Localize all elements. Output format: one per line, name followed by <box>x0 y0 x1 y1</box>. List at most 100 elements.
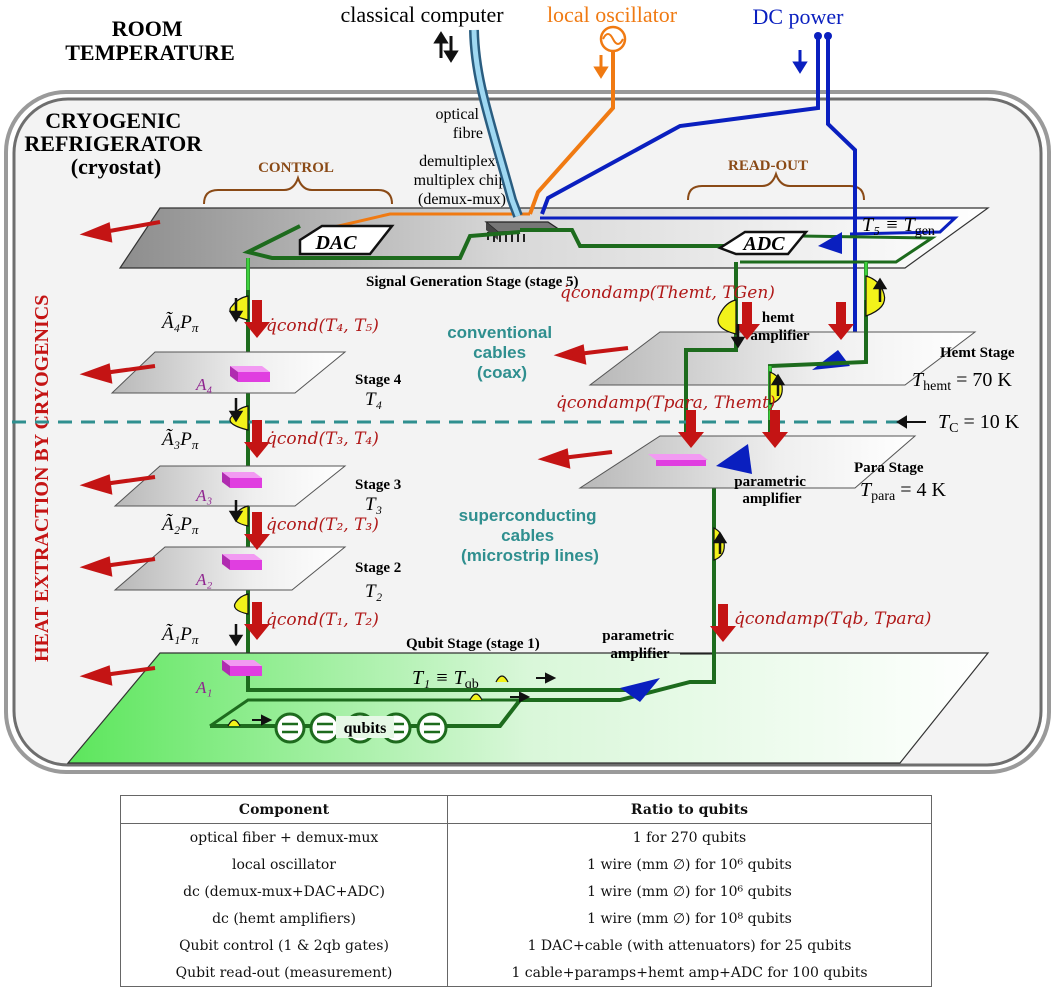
component-ratio-table: Component Ratio to qubits optical fiber … <box>120 795 932 987</box>
readout-wire-stage5 <box>520 228 726 248</box>
a3-label: A₃ <box>195 486 212 505</box>
heat-extraction-arrows <box>79 220 629 686</box>
qubit-readout-wire <box>209 698 600 728</box>
stage4-label: Stage 4 <box>355 372 402 388</box>
adc-block: ADC <box>717 230 809 256</box>
table-cell: 1 for 270 qubits <box>447 823 932 851</box>
readout-label: READ-OUT <box>728 158 808 174</box>
optical-fibre-label: optical fibre <box>435 106 483 142</box>
table-cell: 1 wire (mm ∅) for 10⁶ qubits <box>447 878 932 905</box>
table-cell: Qubit read-out (measurement) <box>120 959 448 987</box>
t4-label: T₄ <box>365 389 382 410</box>
local-oscillator-label: local oscillator <box>547 2 678 27</box>
table-cell: 1 wire (mm ∅) for 10⁸ qubits <box>447 905 932 932</box>
control-bracket <box>203 174 393 205</box>
table-cell: 1 cable+paramps+hemt amp+ADC for 100 qub… <box>447 959 932 987</box>
table-cell: 1 wire (mm ∅) for 10⁶ qubits <box>447 851 932 878</box>
a4-label: A₄ <box>195 375 212 394</box>
classical-computer-label: classical computer <box>340 2 504 27</box>
t-para-label: Tpara = 4 K <box>860 479 946 504</box>
qubit-pulses <box>227 672 557 727</box>
demux-chip-label: demultiplex- multiplex chip (demux-mux) <box>414 153 511 208</box>
adc-label: ADC <box>741 233 785 255</box>
hemt-amplifier-label: hemt amplifier <box>750 310 809 344</box>
dc-down-arrow-icon <box>792 50 808 74</box>
qubit-stage-label: Qubit Stage (stage 1) <box>406 636 540 652</box>
table-cell: local oscillator <box>120 851 448 878</box>
t2-label: T₂ <box>365 581 383 602</box>
attenuator-a3 <box>222 472 262 488</box>
a3p-pi-label: Ã₃Pπ <box>160 429 199 452</box>
heat-extraction-label: HEAT EXTRACTION BY CRYOGENICS <box>31 295 53 662</box>
parametric-amplifier-icon <box>716 444 752 474</box>
column-header-ratio: Ratio to qubits <box>447 795 932 824</box>
a4p-pi-label: Ã₄Pπ <box>160 312 199 335</box>
hemt-stage-label: Hemt Stage <box>940 345 1015 361</box>
dc-cable-left <box>540 36 820 215</box>
qubit-chain-wire <box>210 470 716 728</box>
dc-cable-chip <box>540 216 959 236</box>
room-temperature-label: ROOM TEMPERATURE <box>65 16 235 65</box>
para-stage-chip <box>648 454 708 466</box>
qubit-icon <box>274 712 306 744</box>
table-row: Qubit read-out (measurement)1 cable+para… <box>120 959 932 987</box>
control-label: CONTROL <box>258 160 334 176</box>
stage4-plate <box>110 351 347 394</box>
table-cell: dc (hemt amplifiers) <box>120 905 448 932</box>
qcond-t2-t3-label: q̇cond(T₂, T₃) <box>266 515 379 535</box>
control-wire-stage5 <box>242 224 521 260</box>
tc-arrow-icon <box>896 415 926 429</box>
qcond-t1-t2-label: q̇cond(T₁, T₂) <box>266 610 379 630</box>
readout-wire-adc <box>740 234 937 264</box>
tc-label: TC = 10 K <box>938 411 1020 436</box>
qcond-amp-para-hemt-label: q̇condamp(Tpara, Themt) <box>556 393 776 413</box>
a2p-pi-label: Ã₂Pπ <box>160 514 199 537</box>
dac-block: DAC <box>298 224 395 256</box>
oscillator-down-arrow-icon <box>593 55 609 79</box>
qubit-stage-plate <box>66 652 990 764</box>
cryostat-diagram: ROOM TEMPERATURE classical computer loca… <box>4 2 1051 774</box>
table-cell: dc (demux-mux+DAC+ADC) <box>120 878 448 905</box>
qcond-amp-qb-para-label: q̇condamp(Tqb, Tpara) <box>734 609 931 629</box>
cryogenic-refrigerator-label: CRYOGENIC REFRIGERATOR (cryostat) <box>24 108 207 179</box>
qcond-amp-hemt-gen-label: q̇condamp(Themt, TGen) <box>560 283 775 303</box>
qcond-t4-t5-label: q̇cond(T₄, T₅) <box>266 316 379 336</box>
a1-label: A₁ <box>195 678 212 697</box>
a2-label: A₂ <box>195 570 212 589</box>
dac-label: DAC <box>314 232 357 254</box>
table-row: dc (demux-mux+DAC+ADC)1 wire (mm ∅) for … <box>120 878 932 905</box>
qubit-control-wire <box>246 676 648 692</box>
attenuator-a4 <box>230 366 270 382</box>
table-row: Qubit control (1 & 2qb gates)1 DAC+cable… <box>120 932 932 959</box>
para-stage-label: Para Stage <box>854 460 924 476</box>
stage5-amplifier-icon <box>818 232 842 254</box>
t-hemt-label: Themt = 70 K <box>912 369 1012 394</box>
cryostat-outer-wall <box>4 90 1051 774</box>
qubits-label: qubits <box>344 720 387 737</box>
stage2-label: Stage 2 <box>355 560 401 576</box>
dc-power-label: DC power <box>752 4 844 29</box>
qubit-stage-paramp-icon <box>620 678 660 702</box>
oscillator-cable <box>528 51 615 215</box>
t5-label: T₅ ≡ Tgen <box>862 214 935 239</box>
attenuator-a2 <box>222 554 262 570</box>
a1p-pi-label: Ã₁Pπ <box>160 624 199 647</box>
qubit-icon <box>309 712 341 744</box>
stage3-label: Stage 3 <box>355 477 401 493</box>
parametric-amplifier-bottom-label: parametric amplifier <box>602 628 677 662</box>
column-header-component: Component <box>120 795 448 824</box>
bidirectional-data-icon <box>433 31 459 63</box>
signal-pulses <box>229 275 886 615</box>
table-row: dc (hemt amplifiers)1 wire (mm ∅) for 10… <box>120 905 932 932</box>
t3-label: T₃ <box>365 494 382 515</box>
table-cell: Qubit control (1 & 2qb gates) <box>120 932 448 959</box>
parametric-amplifier-top-label: parametric amplifier <box>734 474 809 507</box>
heat-flow-arrows <box>244 300 854 642</box>
table-cell: 1 DAC+cable (with attenuators) for 25 qu… <box>447 932 932 959</box>
oscillator-cable-to-dac <box>329 212 530 230</box>
pulse-direction-arrows <box>228 277 888 647</box>
qubit-icon <box>416 712 448 744</box>
signal-generation-stage-label: Signal Generation Stage (stage 5) <box>366 274 578 290</box>
